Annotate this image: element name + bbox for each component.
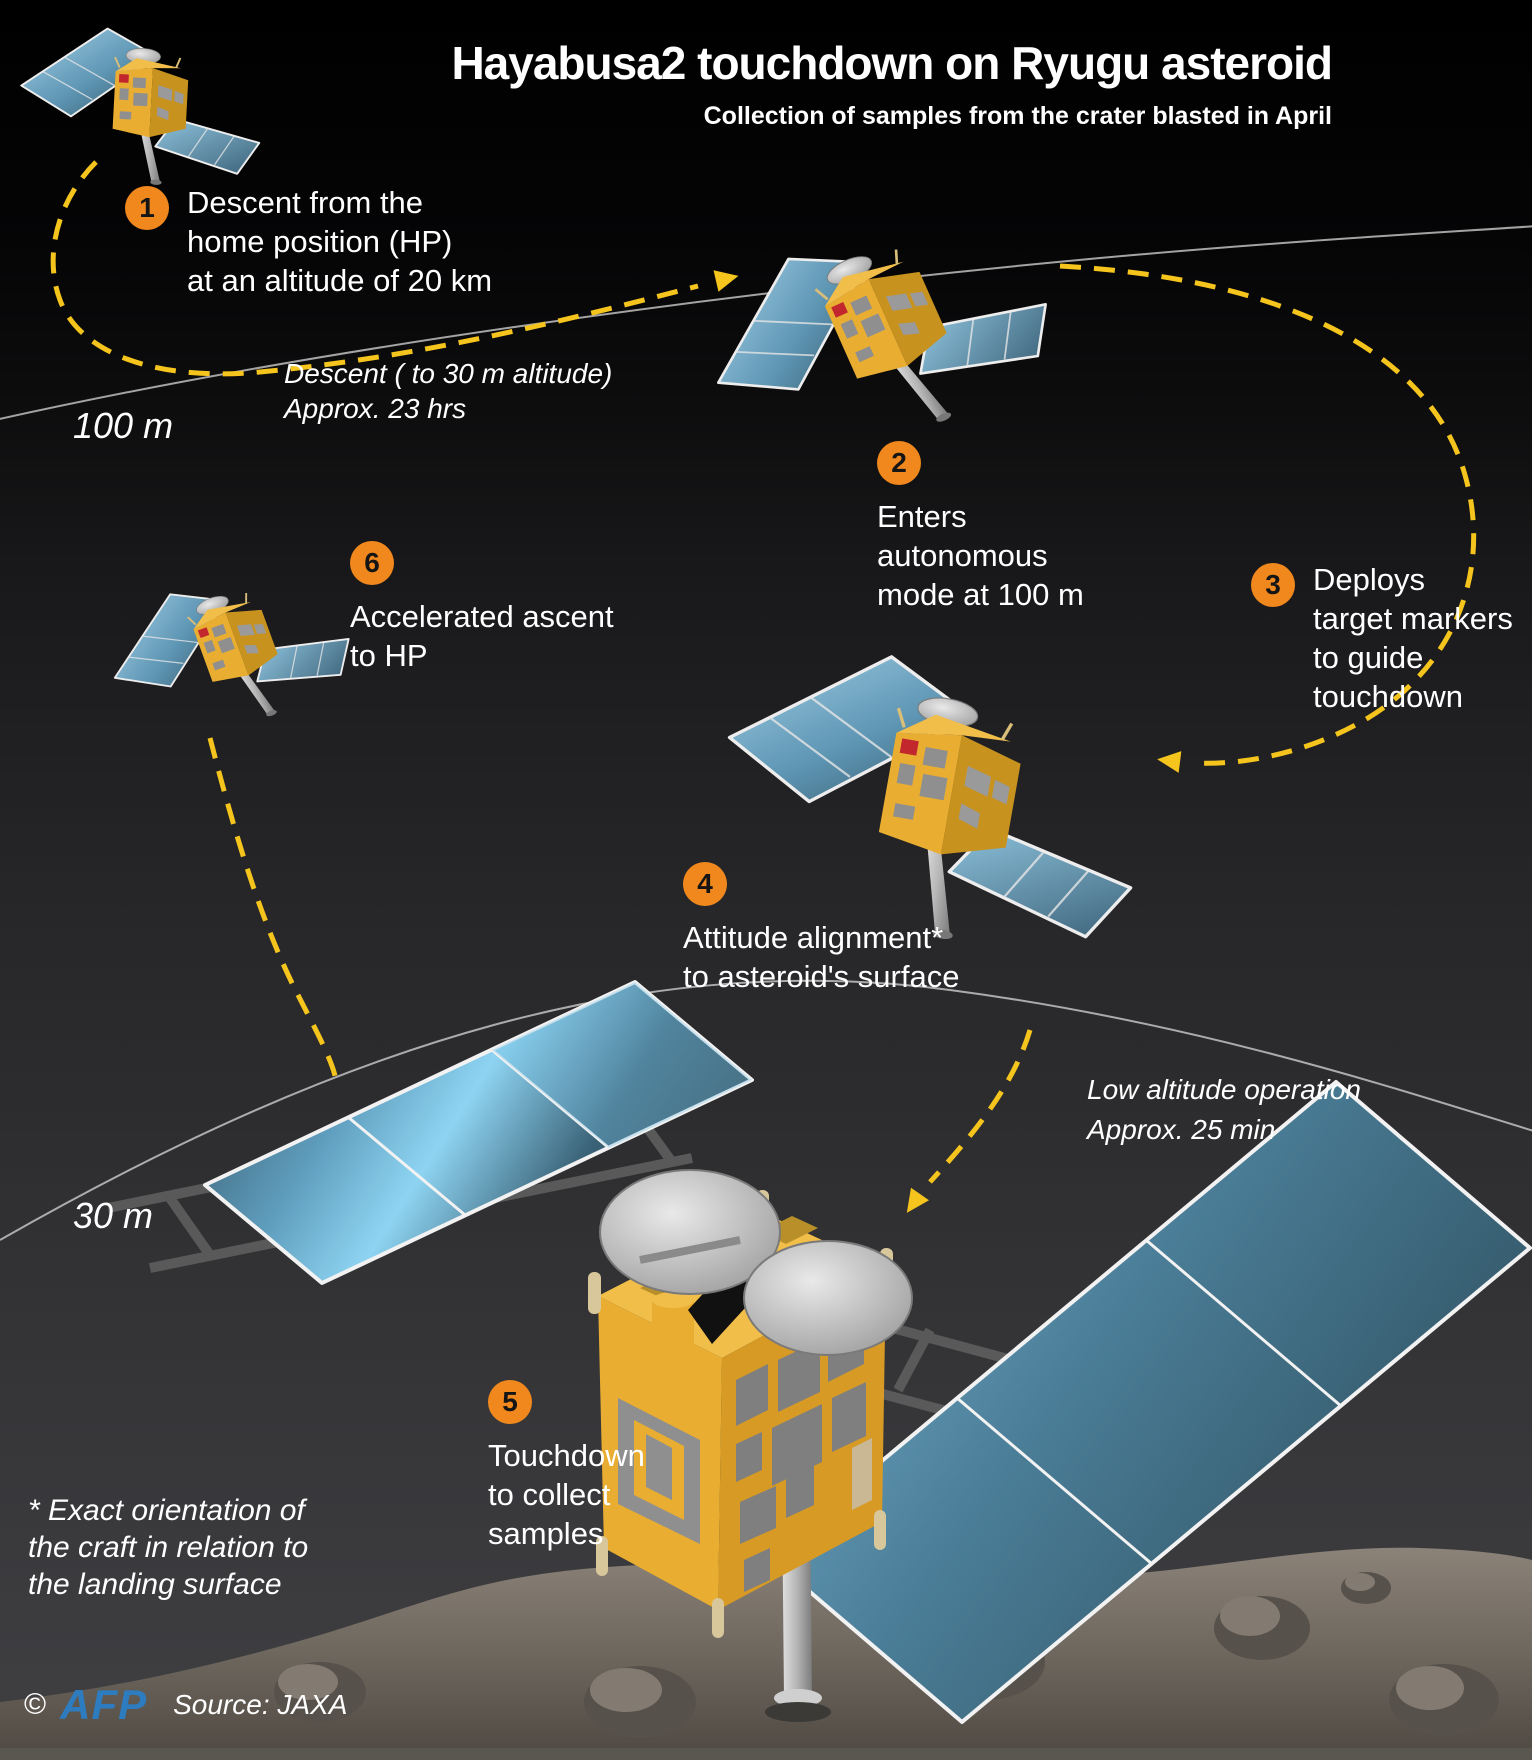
- spacecraft-6-ascent: [92, 540, 366, 764]
- altitude-label-30m: 30 m: [73, 1195, 154, 1236]
- header: Hayabusa2 touchdown on Ryugu asteroid Co…: [451, 36, 1333, 131]
- descent-path-1: [50, 160, 699, 377]
- step-1-badge: 1: [125, 186, 169, 230]
- page-title: Hayabusa2 touchdown on Ryugu asteroid: [451, 37, 1333, 89]
- step-3-text: Deploys target markers to guide touchdow…: [1313, 562, 1513, 714]
- step-5: 5 Touchdown to collect samples: [488, 1380, 645, 1553]
- source-credit: Source: JAXA: [173, 1689, 348, 1720]
- trajectory-paths: [50, 160, 1477, 1220]
- footer: © AFP Source: JAXA: [24, 1684, 347, 1726]
- step-2: 2 Enters autonomous mode at 100 m: [877, 441, 1084, 614]
- solar-array-left: [203, 980, 754, 1285]
- deploy-path-3: [1059, 263, 1477, 766]
- afp-logo: AFP: [60, 1681, 148, 1728]
- solar-array-right: [766, 1080, 1532, 1724]
- altitude-label-100m: 100 m: [73, 405, 174, 446]
- step-2-text: Enters autonomous mode at 100 m: [877, 499, 1084, 612]
- step-1-text: Descent from the home position (HP) at a…: [187, 185, 493, 298]
- step-4: 4 Attitude alignment* to asteroid's surf…: [683, 862, 959, 996]
- step-6-badge: 6: [350, 541, 394, 585]
- footnote: * Exact orientation of the craft in rela…: [28, 1494, 309, 1601]
- step-4-text: Attitude alignment* to asteroid's surfac…: [683, 920, 960, 994]
- step-3: 3 Deploys target markers to guide touchd…: [1251, 562, 1513, 716]
- descent-duration-note: Descent ( to 30 m altitude) Approx. 23 h…: [284, 358, 613, 424]
- spacecraft-5-touchdown: [107, 980, 1532, 1724]
- step-5-text: Touchdown to collect samples: [488, 1438, 645, 1551]
- copyright-symbol: ©: [24, 1688, 47, 1721]
- low-altitude-note: Low altitude operation Approx. 25 min: [1087, 1074, 1361, 1145]
- ascent-path-6: [207, 737, 340, 1089]
- step-4-badge: 4: [683, 862, 727, 906]
- step-3-badge: 3: [1251, 563, 1295, 607]
- step-1: 1 Descent from the home position (HP) at…: [125, 185, 493, 300]
- step-5-badge: 5: [488, 1380, 532, 1424]
- spacecraft-body: [588, 1169, 913, 1638]
- step-6-text: Accelerated ascent to HP: [350, 599, 614, 673]
- step-6: 6 Accelerated ascent to HP: [350, 541, 614, 675]
- descent-arrowhead: [713, 265, 741, 292]
- step-2-badge: 2: [877, 441, 921, 485]
- spacecraft-1-home-position: [14, 22, 267, 192]
- deploy-arrowhead: [1155, 748, 1182, 773]
- page-subtitle: Collection of samples from the crater bl…: [703, 102, 1332, 130]
- low-altitude-path-4: [928, 1029, 1033, 1184]
- altitude-arc-30m: [0, 979, 1532, 1241]
- touchdown-arrowhead: [897, 1187, 930, 1220]
